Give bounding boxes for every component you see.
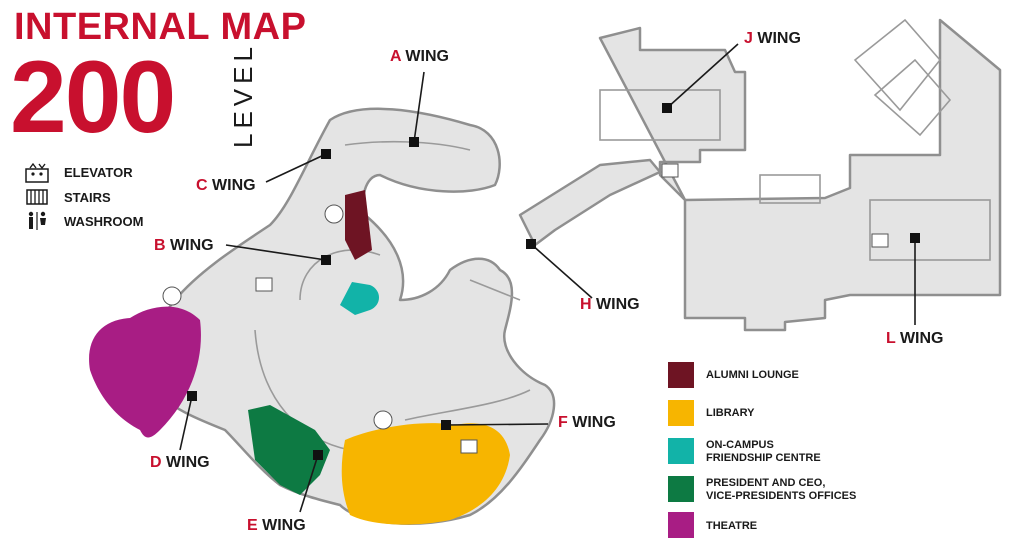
inner-wall xyxy=(873,58,952,137)
leader-b-wing xyxy=(225,244,327,261)
swatch-alumni-lounge xyxy=(668,362,694,388)
alumni-lounge-zone[interactable] xyxy=(345,190,372,260)
theatre-zone[interactable] xyxy=(89,306,201,438)
zone-label-library: LIBRARY xyxy=(706,407,755,419)
inner-wall xyxy=(853,18,942,112)
elevator-icon xyxy=(661,163,679,178)
washroom-icon xyxy=(324,204,344,224)
wing-label-h[interactable]: H WING xyxy=(580,296,640,313)
inner-wall xyxy=(404,389,531,421)
leader-e-wing xyxy=(299,454,319,513)
inner-room xyxy=(759,174,821,204)
marker-a-wing[interactable] xyxy=(409,137,419,147)
leader-j-wing xyxy=(666,43,739,109)
key-label-stairs: STAIRS xyxy=(64,190,111,205)
president-offices-zone[interactable] xyxy=(248,405,330,495)
leader-h-wing xyxy=(530,243,593,299)
connector-corridor-floor xyxy=(518,158,662,247)
map-title: INTERNAL MAP xyxy=(14,6,307,48)
wing-label-b[interactable]: B WING xyxy=(154,237,214,254)
swatch-president-offices xyxy=(668,476,694,502)
wing-label-l[interactable]: L WING xyxy=(886,330,944,347)
inner-wall xyxy=(469,279,521,301)
zone-label-president-offices: PRESIDENT AND CEO, VICE-PRESIDENTS OFFIC… xyxy=(706,477,857,502)
wing-label-f[interactable]: F WING xyxy=(558,414,616,431)
marker-j-wing[interactable] xyxy=(662,103,672,113)
inner-room xyxy=(869,199,991,261)
washroom-icon xyxy=(28,211,46,230)
marker-f-wing[interactable] xyxy=(441,420,451,430)
wing-label-d[interactable]: D WING xyxy=(150,454,210,471)
wing-label-a[interactable]: A WING xyxy=(390,48,449,65)
inner-wall xyxy=(344,140,471,151)
marker-c-wing[interactable] xyxy=(321,149,331,159)
leader-c-wing xyxy=(265,153,327,183)
key-label-elevator: ELEVATOR xyxy=(64,165,133,180)
wing-label-e[interactable]: E WING xyxy=(247,517,306,534)
key-label-washroom: WASHROOM xyxy=(64,214,144,229)
marker-e-wing[interactable] xyxy=(313,450,323,460)
inner-wall xyxy=(254,329,351,451)
marker-l-wing[interactable] xyxy=(910,233,920,243)
swatch-theatre xyxy=(668,512,694,538)
stairs-icon xyxy=(26,189,48,205)
zone-label-alumni-lounge: ALUMNI LOUNGE xyxy=(706,369,799,381)
marker-b-wing[interactable] xyxy=(321,255,331,265)
friendship-centre-zone[interactable] xyxy=(340,282,379,315)
swatch-library xyxy=(668,400,694,426)
elevator-icon xyxy=(460,439,478,454)
marker-h-wing[interactable] xyxy=(526,239,536,249)
swatch-friendship-centre xyxy=(668,438,694,464)
zone-label-theatre: THEATRE xyxy=(706,520,758,532)
library-zone[interactable] xyxy=(341,423,510,525)
elevator-icon xyxy=(25,162,49,183)
elevator-icon xyxy=(871,233,889,248)
level-number: 200 xyxy=(10,40,176,154)
marker-d-wing[interactable] xyxy=(187,391,197,401)
zone-label-friendship-centre: ON-CAMPUS FRIENDSHIP CENTRE xyxy=(706,439,821,464)
washroom-icon xyxy=(162,286,182,306)
leader-d-wing xyxy=(179,395,193,451)
elevator-icon xyxy=(255,277,273,292)
inner-room xyxy=(599,89,721,141)
leader-a-wing xyxy=(413,71,425,143)
leader-f-wing xyxy=(445,423,549,426)
washroom-icon xyxy=(373,410,393,430)
east-building-floor xyxy=(598,18,1002,332)
level-word: LEVEL xyxy=(228,42,258,148)
wing-label-c[interactable]: C WING xyxy=(196,177,256,194)
wing-label-j[interactable]: J WING xyxy=(744,30,801,47)
